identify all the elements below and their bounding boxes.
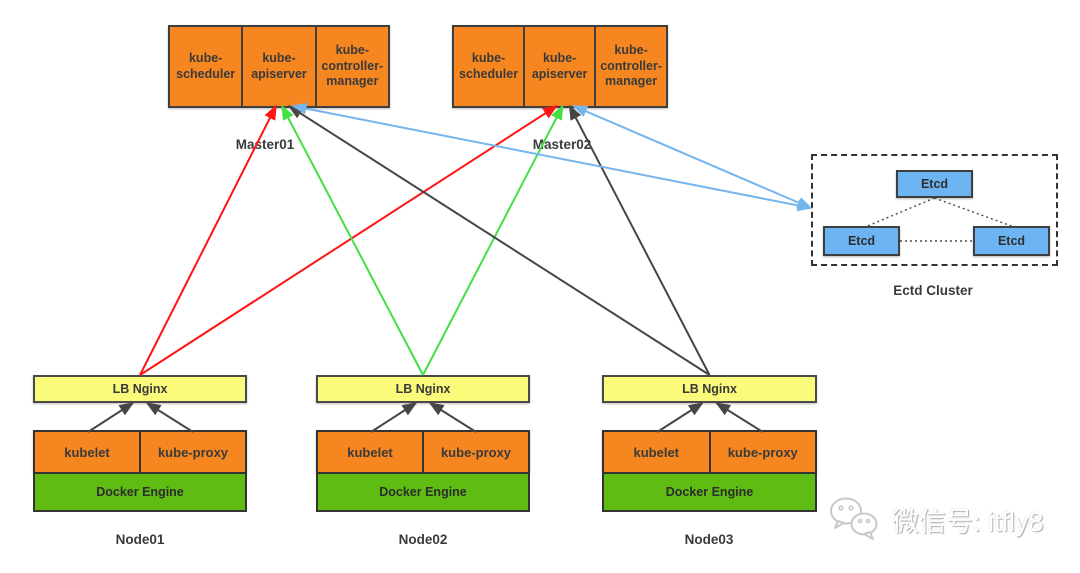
node02-label: Node02: [398, 532, 448, 547]
node01-docker-engine: Docker Engine: [33, 474, 247, 512]
wechat-icon: [830, 497, 878, 540]
master01-apiserver: kube-apiserver: [243, 27, 317, 106]
master02-group: kube-scheduler kube-apiserver kube-contr…: [452, 25, 668, 108]
etcd-right: Etcd: [973, 226, 1050, 256]
node03-docker-engine: Docker Engine: [602, 474, 817, 512]
node03-lb: LB Nginx: [602, 375, 817, 403]
master02-kube-controller-manager: kube-controller-manager: [600, 43, 662, 89]
connector-node02-lb-to-master01-apiserver: [281, 104, 424, 376]
node03-group: LB Nginx kubelet kube-proxy Docker Engin…: [602, 375, 817, 512]
master02-kube-scheduler: kube-scheduler: [454, 27, 526, 106]
node01-components: kubelet kube-proxy: [33, 430, 247, 474]
connector-node03-lb-to-master01-apiserver: [287, 105, 711, 376]
master01-group: kube-scheduler kube-apiserver kube-contr…: [168, 25, 390, 108]
connector-node01-lb-to-master02-apiserver: [139, 105, 558, 376]
node01-kubeproxy: kube-proxy: [141, 432, 245, 472]
master02-label: Master02: [532, 137, 592, 152]
master01-kube-scheduler: kube-scheduler: [170, 27, 244, 106]
connector-master01-apiserver-to-etcd-cluster-box: [291, 102, 813, 212]
node02-docker-engine: Docker Engine: [316, 474, 530, 512]
node01-lb: LB Nginx: [33, 375, 247, 403]
node02-lb: LB Nginx: [316, 375, 530, 403]
etcd-cluster-label: Ectd Cluster: [893, 283, 973, 298]
node01-group: LB Nginx kubelet kube-proxy Docker Engin…: [33, 375, 247, 512]
etcd-left: Etcd: [823, 226, 900, 256]
node01-label: Node01: [115, 532, 165, 547]
node03-kubelet: kubelet: [604, 432, 711, 472]
node01-kubelet: kubelet: [35, 432, 141, 472]
node02-group: LB Nginx kubelet kube-proxy Docker Engin…: [316, 375, 530, 512]
node02-kubelet: kubelet: [318, 432, 424, 472]
node02-kubeproxy: kube-proxy: [424, 432, 528, 472]
master01-label: Master01: [235, 137, 295, 152]
node03-components: kubelet kube-proxy: [602, 430, 817, 474]
watermark-text: 微信号: itfly8: [892, 506, 1044, 537]
node03-kubeproxy: kube-proxy: [710, 432, 815, 472]
master02-apiserver: kube-apiserver: [525, 27, 597, 106]
etcd-cluster-box: Etcd Etcd Etcd: [811, 154, 1058, 266]
connector-master02-apiserver-to-etcd-cluster-box: [572, 105, 813, 209]
watermark: 微信号: itfly8: [828, 494, 1044, 544]
etcd-top: Etcd: [896, 170, 973, 198]
master01-kube-controller-manager: kube-controller-manager: [321, 43, 384, 89]
node03-label: Node03: [684, 532, 734, 547]
node02-components: kubelet kube-proxy: [316, 430, 530, 474]
